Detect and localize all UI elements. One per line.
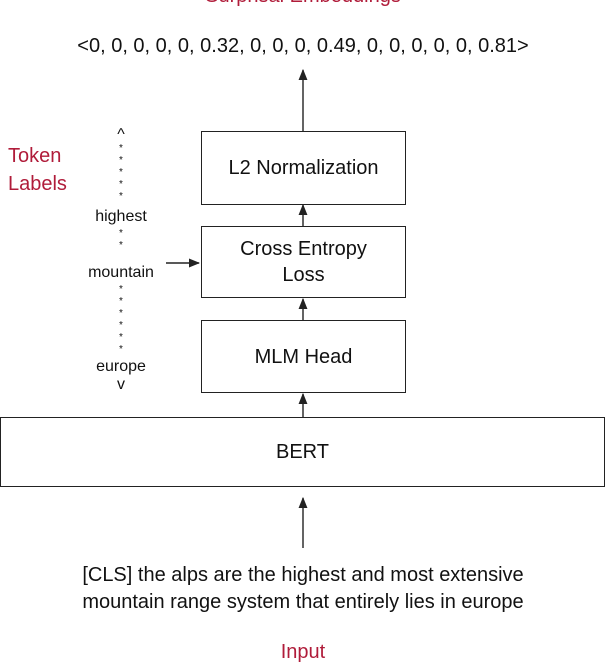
dot: * [119, 228, 123, 239]
dot: * [119, 296, 123, 307]
bert-box: BERT [0, 417, 605, 487]
token-highest: highest [95, 208, 147, 225]
dot: * [119, 143, 123, 154]
caret-bottom: v [117, 376, 125, 393]
token-europe: europe [96, 358, 146, 375]
dot: * [119, 332, 123, 343]
l2-normalization-box: L2 Normalization [201, 131, 406, 205]
input-title: Input [280, 641, 326, 663]
input-line-2: mountain range system that entirely lies… [82, 591, 524, 613]
embedding-vector: <0, 0, 0, 0, 0, 0.32, 0, 0, 0, 0.49, 0, … [77, 35, 529, 57]
cross-entropy-loss-label: Cross Entropy Loss [240, 238, 367, 286]
dot: * [119, 344, 123, 355]
dot: * [119, 167, 123, 178]
dot: * [119, 284, 123, 295]
mlm-head-label: MLM Head [254, 345, 353, 368]
token-labels-title: Token Labels [8, 145, 67, 195]
l2-normalization-label: L2 Normalization [228, 157, 379, 179]
cross-entropy-loss-box: Cross Entropy Loss [201, 226, 406, 298]
input-line-1: [CLS] the alps are the highest and most … [82, 564, 524, 586]
dot: * [119, 179, 123, 190]
dot: * [119, 308, 123, 319]
dot: * [119, 240, 123, 251]
output-title: Surprisal Embeddings [0, 0, 606, 8]
token-mountain: mountain [88, 264, 154, 281]
caret-top: ^ [117, 126, 125, 143]
dot: * [119, 320, 123, 331]
mlm-head-box: MLM Head [201, 320, 406, 393]
bert-label: BERT [276, 441, 329, 463]
dot: * [119, 155, 123, 166]
dot: * [119, 191, 123, 202]
